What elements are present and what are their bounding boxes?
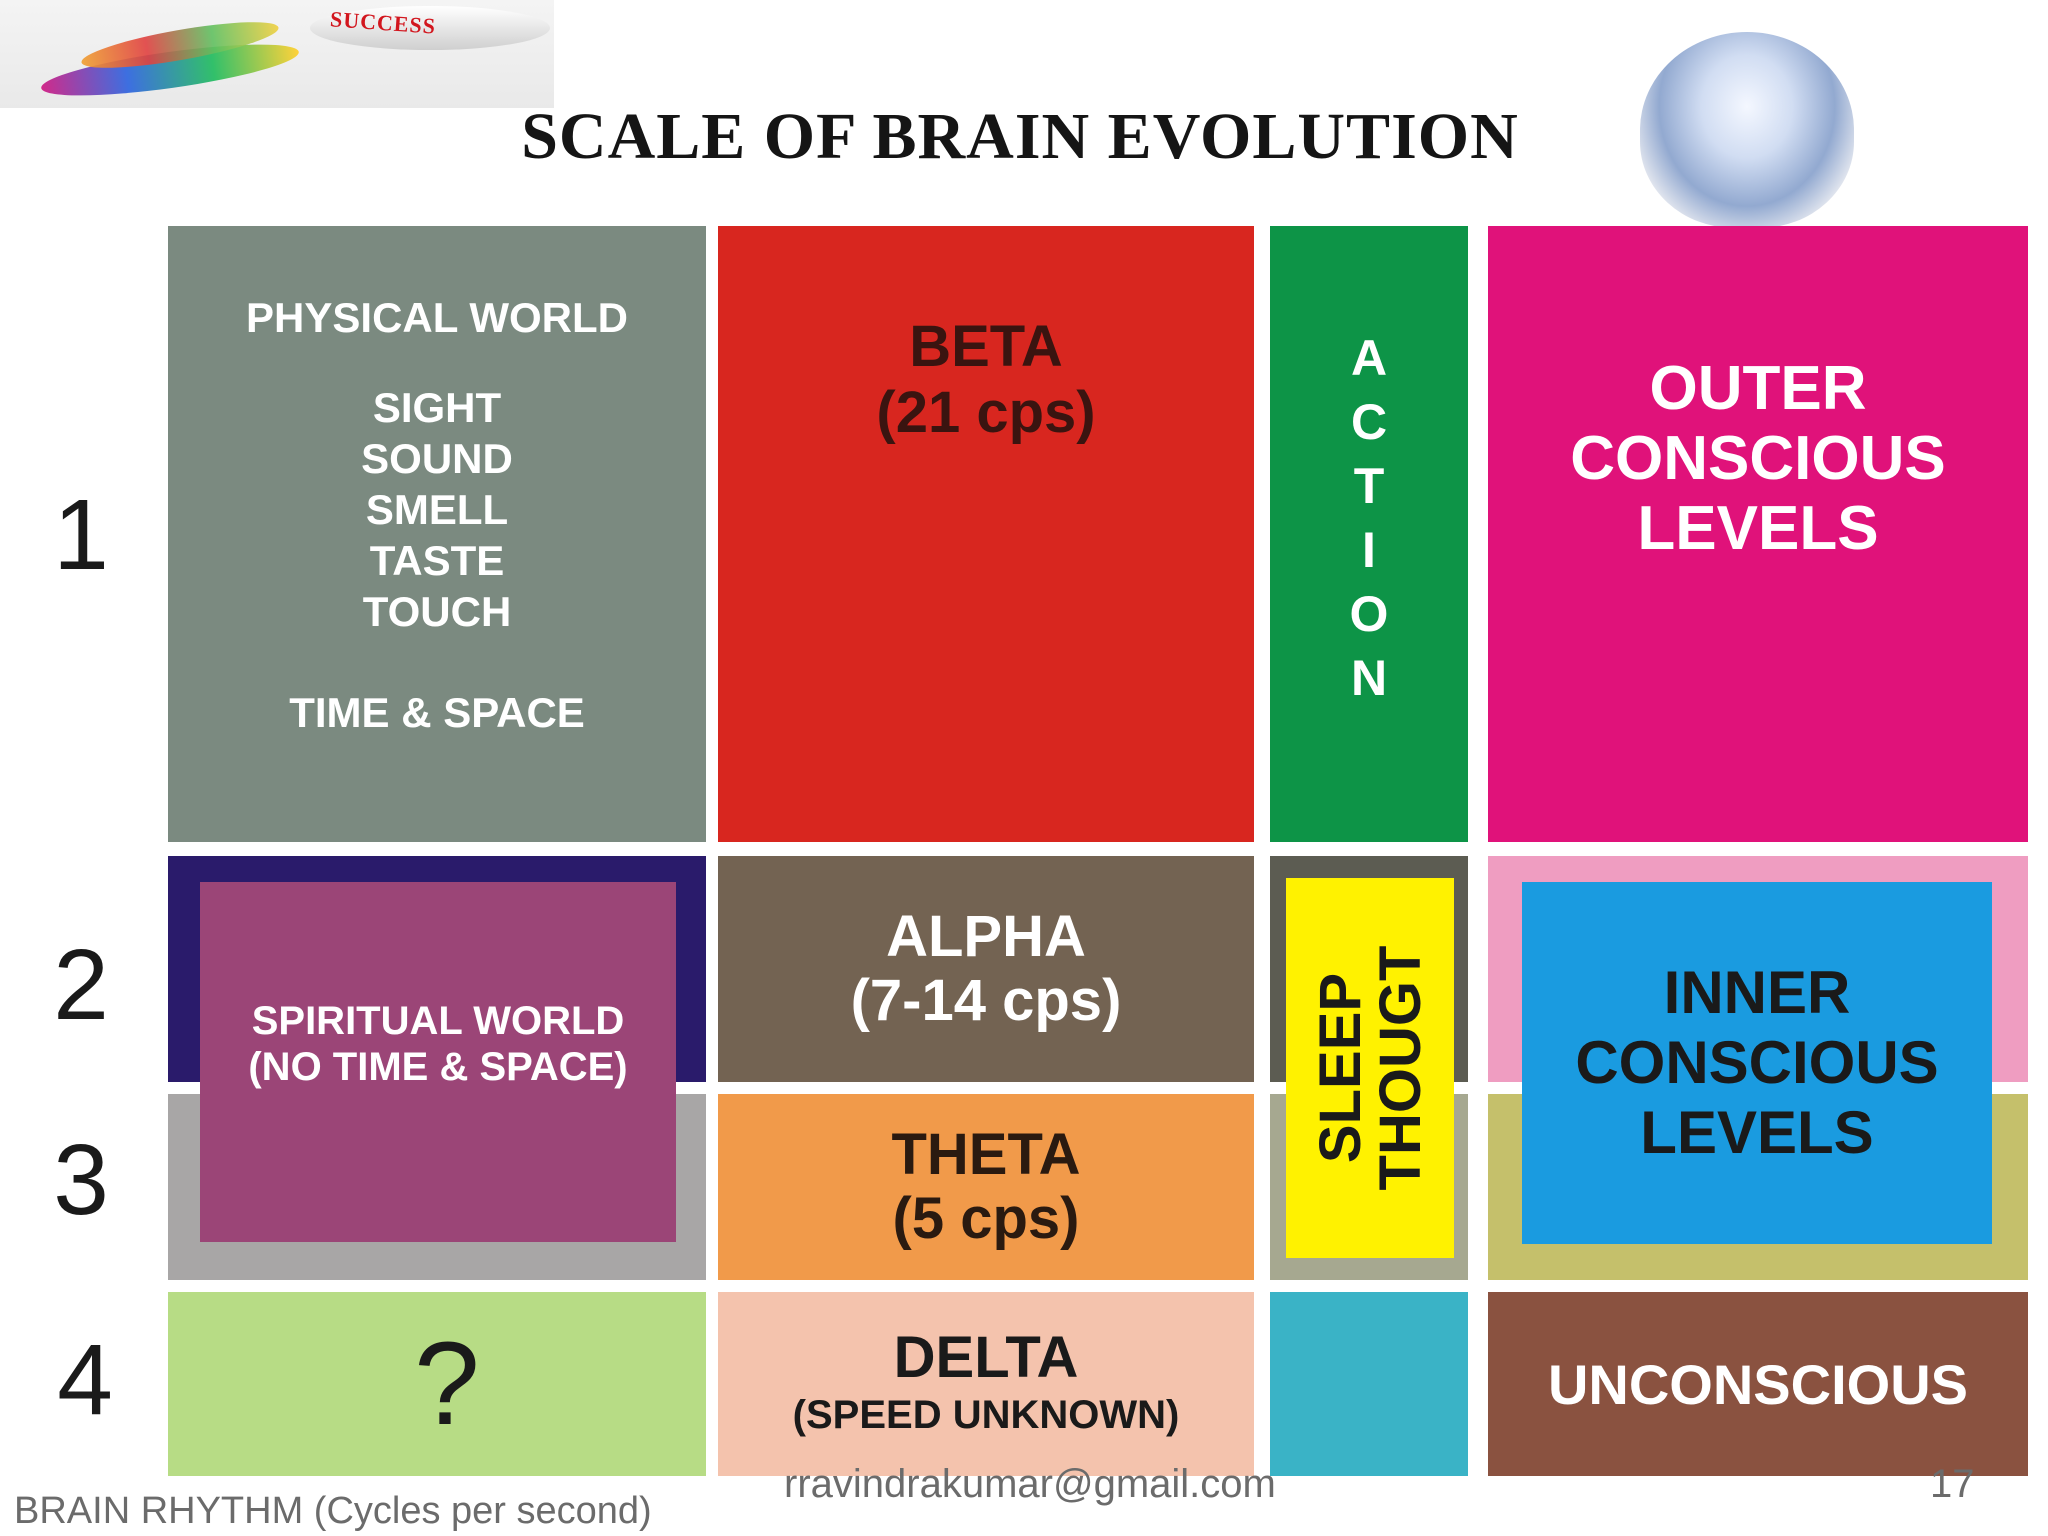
sense-sight: SIGHT	[372, 384, 502, 431]
outer-line-1: OUTER	[1649, 354, 1867, 423]
inner-line-3: LEVELS	[1640, 1099, 1874, 1166]
physical-world-box: PHYSICAL WORLD SIGHT SOUND SMELL TASTE T…	[168, 226, 706, 842]
thought-label: THOUGT	[1367, 945, 1433, 1191]
action-letter-c: C	[1350, 394, 1388, 450]
sense-taste: TASTE	[369, 537, 505, 584]
alpha-speed: (7-14 cps)	[850, 968, 1122, 1033]
beta-box: BETA (21 cps)	[718, 226, 1254, 842]
action-box: A C T I O N	[1270, 226, 1468, 842]
outer-line-3: LEVELS	[1637, 494, 1879, 563]
spiritual-world-box: SPIRITUAL WORLD (NO TIME & SPACE)	[200, 882, 676, 1242]
sleep-thought-box: SLEEP THOUGT	[1286, 878, 1454, 1258]
inner-line-1: INNER	[1663, 959, 1851, 1026]
action-letter-i: I	[1362, 522, 1376, 578]
unconscious-box: UNCONSCIOUS	[1488, 1292, 2028, 1476]
theta-box: THETA (5 cps)	[718, 1094, 1254, 1280]
unconscious-label: UNCONSCIOUS	[1547, 1352, 1969, 1416]
page-title: SCALE OF BRAIN EVOLUTION	[521, 100, 1519, 173]
inner-line-2: CONSCIOUS	[1575, 1029, 1939, 1096]
action-letter-n: N	[1350, 650, 1388, 706]
teal-box	[1270, 1292, 1468, 1476]
delta-speed: (SPEED UNKNOWN)	[792, 1393, 1180, 1437]
outer-conscious-box: OUTER CONSCIOUS LEVELS	[1488, 226, 2028, 842]
sense-touch: TOUCH	[362, 588, 512, 635]
delta-name: DELTA	[893, 1325, 1079, 1390]
delta-box: DELTA (SPEED UNKNOWN)	[718, 1292, 1254, 1476]
time-space-label: TIME & SPACE	[289, 689, 585, 736]
action-letter-a: A	[1350, 330, 1388, 386]
brain-rhythm-caption: BRAIN RHYTHM (Cycles per second)	[14, 1490, 652, 1532]
sense-smell: SMELL	[365, 486, 509, 533]
action-letter-o: O	[1349, 586, 1389, 642]
author-email: rravindrakumar@gmail.com	[784, 1462, 1276, 1506]
spiritual-line-1: SPIRITUAL WORLD	[251, 999, 625, 1043]
outer-line-2: CONSCIOUS	[1570, 424, 1946, 493]
unknown-world-box: ?	[168, 1292, 706, 1476]
action-letter-t: T	[1353, 458, 1385, 514]
logo-disc	[310, 6, 550, 50]
row-number-3: 3	[53, 1123, 109, 1236]
alpha-box: ALPHA (7-14 cps)	[718, 856, 1254, 1082]
alpha-name: ALPHA	[886, 904, 1086, 969]
physical-world-heading: PHYSICAL WORLD	[246, 294, 628, 341]
sense-sound: SOUND	[361, 435, 513, 482]
slide-number: 17	[1930, 1462, 1975, 1506]
beta-name: BETA	[909, 314, 1063, 379]
sleep-label: SLEEP	[1307, 972, 1373, 1164]
question-mark: ?	[414, 1318, 480, 1450]
inner-conscious-box: INNER CONSCIOUS LEVELS	[1522, 882, 1992, 1244]
theta-speed: (5 cps)	[892, 1186, 1080, 1251]
row-number-1: 1	[53, 478, 109, 591]
row-number-4: 4	[57, 1323, 113, 1436]
row-number-2: 2	[53, 928, 109, 1041]
meditation-avatar-image	[1640, 32, 1854, 228]
success-logo: SUCCESS	[0, 0, 554, 108]
beta-speed: (21 cps)	[876, 380, 1096, 445]
theta-name: THETA	[891, 1122, 1081, 1187]
spiritual-line-2: (NO TIME & SPACE)	[248, 1045, 628, 1089]
